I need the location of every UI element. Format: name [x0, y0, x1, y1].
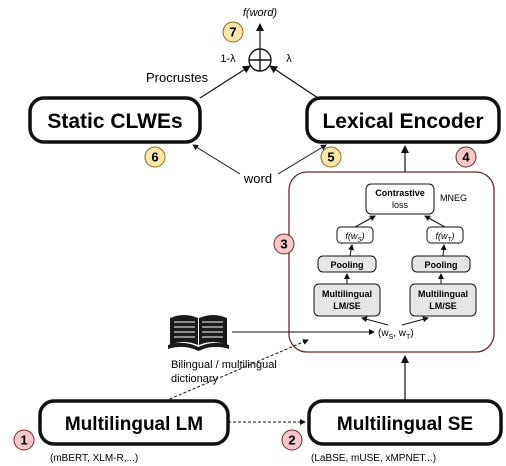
- pair-to-enc-left-arrow: [361, 316, 389, 326]
- contrastive-loss-box: [365, 183, 435, 215]
- step-badge-3: 3: [273, 233, 295, 255]
- step-badge-7-number: 7: [229, 25, 236, 40]
- encoder-left-line1: Multilingual: [322, 289, 372, 299]
- step-badge-3-circle: [273, 233, 295, 255]
- lexical-encoder-node: Lexical Encoder: [305, 96, 501, 144]
- pooling-right-label: Pooling: [425, 260, 458, 270]
- lexical-encoder-label: Lexical Encoder: [322, 110, 483, 133]
- fwt-to-loss-arrow: [424, 215, 446, 228]
- training-module: Contrastive loss MNEG f(wS) f(wT) Poolin…: [288, 171, 495, 353]
- f-wt-label: f(wT): [436, 231, 455, 244]
- pooling-left-label: Pooling: [331, 260, 364, 270]
- step-badge-2-number: 2: [288, 433, 295, 448]
- step-badge-6-circle: [144, 146, 166, 168]
- step-badge-3-number: 3: [280, 237, 287, 252]
- encoder-to-sum-arrow: [269, 65, 319, 99]
- loss-label: loss: [392, 200, 409, 210]
- static-clwes-label: Static CLWEs: [47, 110, 182, 133]
- step-badge-6-number: 6: [151, 150, 158, 165]
- pair-to-enc-right-arrow: [401, 316, 429, 326]
- step-badge-1: 1: [13, 429, 35, 451]
- word-to-encoder-arrow: [277, 144, 327, 175]
- step-badge-2: 2: [281, 429, 303, 451]
- step-badge-1-circle: [13, 429, 35, 451]
- se-examples: (LaBSE, mUSE, xMPNET...): [311, 453, 436, 464]
- contrastive-label: Contrastive: [375, 188, 425, 198]
- fws-to-loss-arrow: [354, 215, 376, 228]
- step-badge-7: 7: [222, 21, 244, 43]
- dictionary-line1: Bilingual / multilingual: [171, 359, 277, 371]
- encoder-right-box: [409, 283, 477, 317]
- encoder-right-line1: Multilingual: [418, 289, 468, 299]
- pair-label: (wS, wT): [378, 328, 414, 341]
- encoder-right-line2: LM/SE: [429, 301, 457, 311]
- static-to-sum-arrow: [199, 65, 251, 99]
- step-badge-4: 4: [455, 146, 477, 168]
- weight-left: 1-λ: [220, 53, 236, 65]
- step-badge-7-circle: [222, 21, 244, 43]
- step-badge-2-circle: [281, 429, 303, 451]
- weight-right: λ: [286, 53, 292, 65]
- book-icon: [168, 315, 229, 351]
- pool-right-to-fwt-arrow: [440, 244, 447, 257]
- lm-to-module-dashed-arrow: [164, 339, 309, 402]
- formula-top: f(word): [243, 7, 278, 19]
- step-badge-5-circle: [320, 146, 342, 168]
- step-badge-5: 5: [320, 146, 342, 168]
- multilingual-se-label: Multilingual SE: [337, 414, 473, 435]
- encoder-left-line2: LM/SE: [333, 301, 361, 311]
- lm-examples: (mBERT, XLM-R,...): [50, 453, 138, 464]
- step-badge-5-number: 5: [327, 150, 334, 165]
- pooling-right-box: [411, 255, 471, 273]
- multilingual-lm-node: Multilingual LM: [38, 399, 230, 446]
- pool-left-to-fws-arrow: [348, 244, 355, 257]
- multilingual-lm-label: Multilingual LM: [65, 414, 203, 435]
- pooling-left-box: [317, 255, 377, 273]
- word-to-static-arrow: [192, 144, 241, 175]
- mneg-label: MNEG: [440, 193, 467, 203]
- sum-operator-icon: [248, 48, 272, 72]
- dictionary-line2: dictionary: [171, 373, 219, 385]
- f-ws-label: f(wS): [345, 231, 364, 244]
- procrustes-label: Procrustes: [146, 70, 209, 85]
- step-badge-4-number: 4: [462, 150, 470, 165]
- multilingual-se-node: Multilingual SE: [307, 399, 503, 446]
- step-badge-4-circle: [455, 146, 477, 168]
- step-badge-1-number: 1: [20, 433, 27, 448]
- word-label: word: [243, 171, 272, 186]
- static-clwes-node: Static CLWEs: [28, 96, 202, 144]
- step-badge-6: 6: [144, 146, 166, 168]
